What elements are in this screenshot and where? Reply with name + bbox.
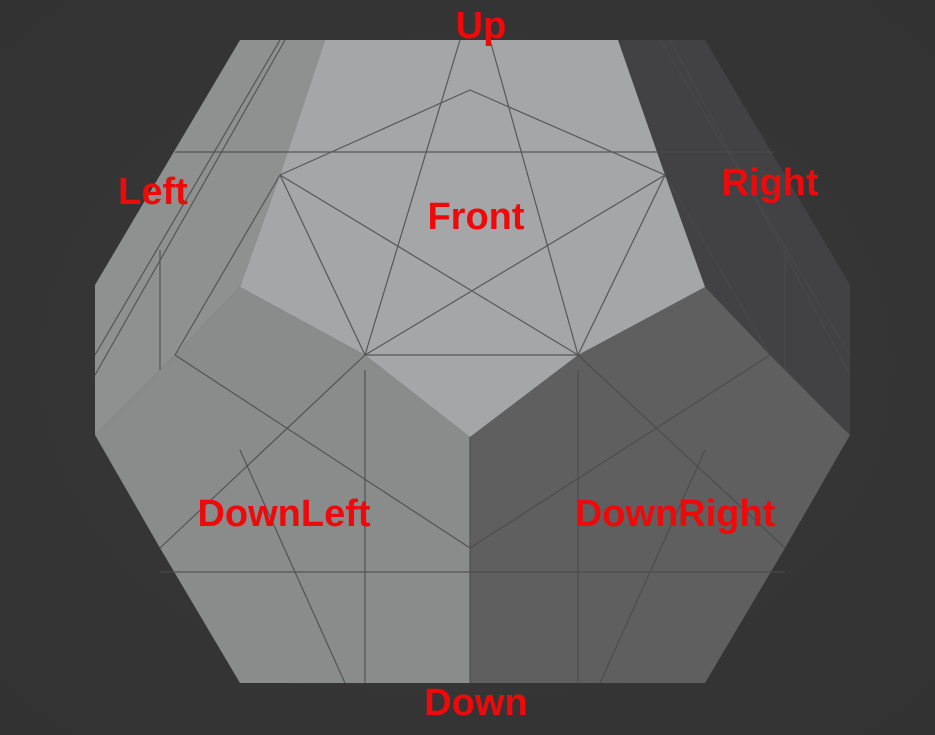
- star-line: [364, 39, 461, 356]
- down-left-line: [174, 354, 471, 549]
- face-left[interactable]: [95, 40, 325, 435]
- label-front: Front: [427, 196, 525, 238]
- star-line: [279, 174, 579, 356]
- down-left-line: [159, 354, 366, 549]
- down-left-line: [239, 449, 346, 684]
- left-face-line: [94, 39, 281, 356]
- face-down-left[interactable]: [95, 287, 470, 683]
- left-face-line: [174, 174, 281, 356]
- down-right-line: [577, 354, 786, 549]
- label-right: Right: [721, 162, 819, 204]
- star-line: [364, 174, 666, 356]
- down-right-line: [469, 354, 771, 549]
- face-down-right[interactable]: [470, 287, 850, 683]
- label-down-right: DownRight: [574, 493, 776, 535]
- down-right-line: [599, 449, 706, 684]
- right-face-line: [669, 39, 851, 376]
- left-face-line: [94, 39, 286, 376]
- face-right[interactable]: [618, 40, 850, 435]
- label-down-left: DownLeft: [197, 493, 371, 535]
- label-down: Down: [424, 682, 528, 724]
- pentagon-outline: [279, 89, 666, 356]
- edge-lines: [94, 39, 851, 684]
- label-left: Left: [118, 171, 188, 213]
- right-face-line: [664, 174, 771, 356]
- star-line: [489, 39, 579, 356]
- label-up: Up: [455, 5, 507, 47]
